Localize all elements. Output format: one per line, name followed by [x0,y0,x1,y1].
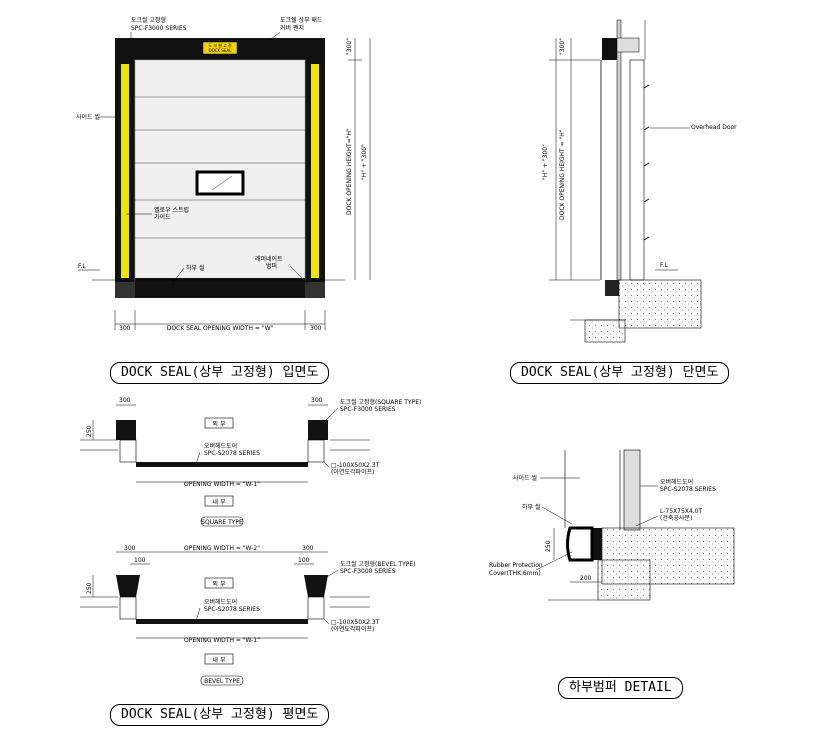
left-bumper [115,282,135,298]
dim-300-top: "300" [346,38,353,55]
plan-bevel-drawing: 300 300 OPENING WIDTH = "W-2" 100 100 25… [80,545,416,686]
label-overhead-door: Overhead Door [691,124,737,131]
detail-dim-250: 250 [545,540,552,552]
square-type-title: SQUARE TYPE [201,519,243,526]
square-inside: 내 부 [213,498,226,506]
elevation-caption: DOCK SEAL(상부 고정형) 입면도 [110,362,330,384]
detail-door-label: 오버헤드도어 [660,478,693,486]
right-bumper [305,282,325,298]
detail-bumper-core [592,528,602,560]
bevel-dim-250: 250 [86,582,93,594]
square-dim-300-right: 300 [311,397,323,404]
right-yellow-strip [311,64,319,278]
bevel-seal-label: 도크씰 고정형(BEVEL TYPE) [340,560,416,568]
section-bumper [605,280,619,296]
door-window [195,170,245,196]
detail-angle-label: L-75X75X4.0T [660,508,702,515]
section-label-fl: F.L [660,262,668,269]
elevation-drawing: 도 크 씰 고 정 DOCK SEAL 도크씰 고정형 SPC-F3000 SE… [76,16,371,332]
square-pipe-material: (아연도각파이프) [331,468,374,476]
detail-label-side-seal: 사이드 씰 [513,474,537,482]
badge-line-1: 도 크 씰 고 정 [208,42,232,48]
detail-door [623,449,641,531]
detail-rubber-cover [566,526,594,562]
section-floor [618,279,702,329]
bevel-door-series: SPC-S2078 SERIES [204,606,260,613]
label-top-pad: 도크쉘 상부 패드 [280,16,323,24]
detail-dim-200: 200 [580,575,592,582]
left-yellow-strip [121,64,129,278]
section-top-pad [602,38,617,60]
square-right-seal [308,420,328,440]
bevel-type-title: BEVEL TYPE [204,678,240,685]
square-seal-series: SPC-F3000 SERIES [340,406,396,413]
detail-door-series: SPC-S2078 SERIES [660,486,716,493]
wall [616,19,622,281]
plan-caption: DOCK SEAL(상부 고정형) 평면도 [110,704,330,726]
bevel-opening-width: OPENING WIDTH = "W-1" [184,637,260,644]
label-laminate: 래미네이트 [255,255,283,263]
square-dim-250: 250 [86,425,93,437]
detail-rubber-label: Rubber Protection [489,562,543,569]
square-door-series: SPC-S2078 SERIES [204,450,260,457]
bevel-inside: 내 부 [213,656,226,664]
bevel-left-seal [116,575,140,597]
dim-300-right: 300 [310,325,322,332]
square-dim-300-left: 300 [119,397,131,404]
bevel-right-seal [304,575,328,597]
plan-square-drawing: 300 300 250 외 부 내 부 도크씰 고정형(SQUARE TYPE)… [80,397,421,527]
detail-rubber-thickness: Cover(THK.6mm) [489,570,541,577]
square-pipe-label: □-100X50X2.3T [331,462,380,469]
badge-line-2: DOCK SEAL [209,48,233,53]
dim-300-left: 300 [119,325,131,332]
label-bottom-seal: 하부 씰 [186,264,204,272]
dim-opening-width: DOCK SEAL OPENING WIDTH = "W" [167,325,274,332]
square-door-bar [136,462,308,467]
brand-badge [202,41,238,55]
bevel-dim-300-right: 300 [302,545,314,552]
bottom-seal [135,278,305,298]
section-dim-h-plus: "H" + "300" [542,144,549,180]
square-door-label: 오버헤드도어 [204,442,237,450]
square-left-seal [116,420,136,440]
bevel-pipe-material: (아연도각파이프) [331,625,374,633]
bevel-door-label: 오버헤드도어 [204,598,237,606]
section-dim-opening-height: DOCK OPENING HEIGHT = "H" [559,129,566,220]
section-drawing: "300" "H" + "300" DOCK OPENING HEIGHT = … [542,19,737,343]
section-dim-300: "300" [559,38,566,55]
label-bumper: 범퍼 [266,262,277,270]
section-door [629,59,645,281]
detail-angle-note: (건축공사분) [660,514,692,522]
bevel-dim-100-right: 100 [298,557,310,564]
detail-caption: 하부범퍼 DETAIL [558,677,683,699]
label-seal-type: 도크씰 고정형 [131,16,166,24]
square-seal-label: 도크씰 고정형(SQUARE TYPE) [340,398,421,406]
bevel-outside: 외 부 [213,581,226,588]
label-seal-series: SPC-F3000 SERIES [131,25,187,32]
detail-label-bottom-seal: 하부 씰 [522,503,540,511]
label-guide: 가이드 [154,213,171,221]
bevel-opening-top: OPENING WIDTH = "W-2" [184,545,260,552]
detail-drawing: 사이드 씰 하부 씰 오버헤드도어 SPC-S2078 SERIES L-75X… [489,449,735,601]
bevel-dim-300-left: 300 [124,545,136,552]
bevel-pipe-label: □-100X50X2.3T [331,619,380,626]
bevel-dim-100-left: 100 [134,557,146,564]
label-yellow-guide: 옐로우 스트립 [154,206,189,214]
label-fl: F.L [78,263,86,270]
section-caption: DOCK SEAL(상부 고정형) 단면도 [510,362,730,384]
dim-opening-height: DOCK OPENING HEIGHT="H" [346,128,353,215]
label-cover: 커버 펜지 [280,24,304,32]
square-opening-width: OPENING WIDTH = "W-1" [184,481,260,488]
bevel-seal-series: SPC-F3000 SERIES [340,568,396,575]
square-outside: 외 부 [213,421,226,428]
dim-h-plus-300: "H" + "300" [361,144,368,180]
label-side-seal: 사이드 씰 [76,113,100,121]
bevel-door-bar [136,619,308,624]
